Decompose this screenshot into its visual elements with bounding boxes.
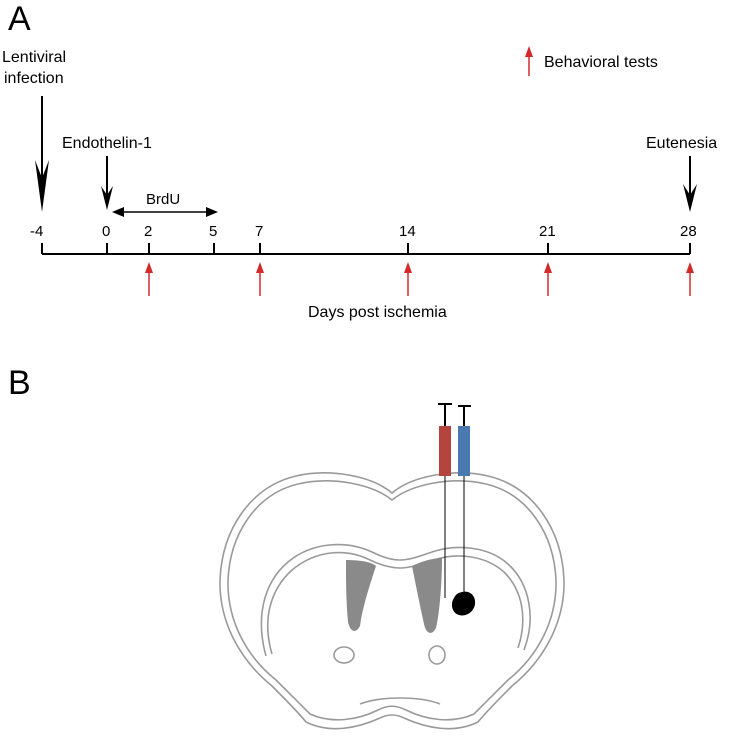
- end-arrow: [683, 156, 697, 212]
- legend-label: Behavioral tests: [544, 54, 658, 71]
- infection-label-line1: Lentiviral: [2, 49, 66, 66]
- tick-label-0: 0: [102, 223, 110, 240]
- ventricle-right: [412, 558, 442, 633]
- panel-b-letter: B: [8, 364, 31, 402]
- infection-label-line2: infection: [4, 70, 64, 87]
- lateral-hole-left: [333, 646, 355, 664]
- syringe-red: [438, 403, 452, 598]
- brain-bottom-notch: [359, 697, 441, 705]
- behavioral-arrow-day2: [145, 262, 153, 296]
- behavioral-arrow-day21: [544, 262, 552, 296]
- axis-label: Days post ischemia: [308, 304, 447, 321]
- tick-label-14: 14: [399, 223, 416, 240]
- legend-arrow: [525, 46, 533, 76]
- brdu-label: BrdU: [146, 191, 180, 208]
- syringe-blue: [458, 405, 471, 596]
- ventricle-left: [346, 560, 376, 631]
- brain-outer-contour-inner: [227, 480, 557, 721]
- brain-section: [219, 472, 565, 730]
- injection-arrow: [101, 156, 113, 210]
- brdu-double-arrow: [112, 207, 218, 217]
- tick-label-28: 28: [680, 223, 697, 240]
- tick-label-5: 5: [209, 223, 217, 240]
- behavioral-arrow-day7: [256, 262, 264, 296]
- end-label: Eutenesia: [646, 135, 717, 152]
- brain-outer-contour: [219, 472, 565, 730]
- tick-label-2: 2: [144, 223, 152, 240]
- lateral-hole-right: [428, 645, 446, 665]
- lesion: [451, 591, 476, 616]
- tick-label-minus4: -4: [30, 223, 43, 240]
- behavioral-arrow-day14: [404, 262, 412, 296]
- panel-a-letter: A: [8, 0, 31, 38]
- injection-label: Endothelin-1: [62, 135, 152, 152]
- tick-label-7: 7: [255, 223, 263, 240]
- infection-arrow: [35, 96, 49, 212]
- behavioral-arrow-day28: [686, 262, 694, 296]
- tick-label-21: 21: [539, 223, 556, 240]
- corpus-callosum-contour: [260, 543, 531, 657]
- corpus-callosum-contour-inner: [266, 551, 524, 655]
